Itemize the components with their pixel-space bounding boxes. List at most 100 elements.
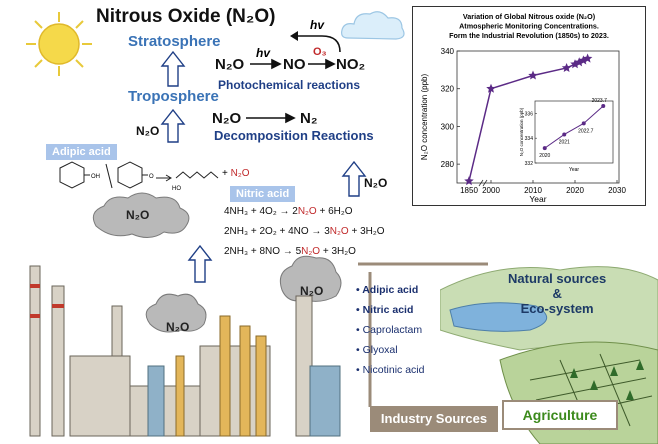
inset-point-label: 2022.7: [578, 128, 594, 134]
photochemical-label: Photochemical reactions: [218, 78, 361, 92]
adipic-acid-tag: Adipic acid: [46, 144, 117, 160]
inset-data-point: [581, 121, 586, 126]
adipic-product: + N₂O: [222, 168, 250, 179]
plot-frame: [456, 50, 620, 184]
inset-y-tick-label: 332: [525, 161, 534, 167]
inset-point-label: 2021: [559, 139, 570, 145]
y-tick-label: 340: [441, 47, 455, 56]
data-point: [574, 57, 584, 67]
x-tick-label: 2010: [524, 186, 542, 195]
pipe-tower: [239, 325, 251, 437]
side-n2o-right: N₂O: [364, 176, 388, 190]
hv-cloud-label: hv: [310, 18, 325, 32]
sun-icon: [26, 12, 92, 76]
adipic-n2o: N₂O: [230, 168, 250, 179]
tank: [147, 365, 165, 437]
hv-sun-label: hv: [256, 46, 271, 60]
data-point: [570, 59, 580, 69]
x-tick-label: 2020: [566, 186, 584, 195]
cloud-n2o-1: N₂O: [126, 208, 150, 222]
up-arrow-icon: [341, 160, 367, 197]
cloud-icon: [341, 11, 405, 40]
decomp-n2: N₂: [300, 110, 318, 127]
agriculture-label: Agriculture: [502, 400, 618, 430]
natural-line-3: Eco-system: [520, 301, 594, 316]
list-item: • Glyoxal: [356, 344, 398, 356]
equation-1: 4NH₃ + 4O₂ → 2N₂O + 6H₂O: [224, 206, 353, 217]
inset-data-point: [562, 132, 567, 137]
n2o-chart-panel: Variation of Global Nitrous oxide (N₂O)A…: [412, 6, 646, 206]
axis-break: [478, 179, 484, 187]
up-arrow-icon: [187, 244, 213, 283]
inset-data-point: [542, 146, 547, 151]
data-point: [578, 55, 589, 65]
pipe-tower: [255, 335, 267, 437]
photo-o3: O₃: [313, 46, 327, 58]
inset-point-label: 2023.7: [592, 98, 608, 104]
data-point: [486, 83, 496, 93]
chart-title-line: Form the Industrial Revolution (1850s) t…: [449, 31, 609, 40]
list-item: • Nicotinic acid: [356, 364, 425, 376]
smoke-cloud-2: [145, 293, 207, 333]
industry-frame: [358, 262, 488, 407]
upward-arrows: [160, 31, 367, 283]
photo-n2o: N₂O: [215, 56, 245, 73]
nitric-equations: 4NH₃ + 4O₂ → 2N₂O + 6H₂O 2NH₃ + 2O₂ + 4N…: [224, 206, 385, 257]
chimney: [29, 265, 41, 437]
ho-label: HO: [172, 186, 181, 192]
data-point: [561, 62, 572, 73]
list-item: • Nitric acid: [356, 304, 414, 316]
x-tick-label: 1850: [460, 186, 478, 195]
equation-3: 2NH₃ + 8NO → 5N₂O + 3H₂O: [224, 246, 356, 257]
data-point: [464, 176, 474, 186]
decomposition-label: Decomposition Reactions: [214, 128, 374, 143]
oh-label: OH: [91, 174, 100, 180]
list-item: • Caprolactam: [356, 324, 423, 336]
cloud-n2o-2: N₂O: [166, 320, 190, 334]
inset-frame: [534, 100, 614, 164]
chimney: [51, 285, 65, 437]
pipe-tower: [175, 355, 185, 437]
natural-line-2: &: [552, 286, 562, 301]
data-point: [528, 70, 538, 80]
natural-line-1: Natural sources: [508, 271, 607, 286]
y-axis-label: N₂O concentration (ppb): [420, 74, 429, 161]
inset-y-axis-label: N₂O concentration (ppb): [519, 107, 524, 156]
inset-y-tick-label: 336: [525, 111, 534, 117]
chart-title-line: Atmospheric Monitoring Concentrations.: [459, 22, 599, 31]
x-axis-label: Year: [529, 194, 546, 204]
page-title: Nitrous Oxide (N₂O): [96, 6, 276, 27]
pipe-tower: [219, 315, 231, 437]
industry-source-list: • Adipic acid • Nitric acid • Caprolacta…: [356, 284, 424, 384]
o-label: O: [149, 174, 154, 180]
nitric-acid-tag: Nitric acid: [230, 186, 296, 202]
factory-block: [129, 385, 201, 437]
side-n2o-left: N₂O: [136, 124, 160, 138]
photo-no: NO: [283, 56, 306, 73]
natural-sources-label: Natural sources & Eco-system: [508, 271, 606, 316]
x-tick-label: 2030: [608, 186, 626, 195]
axis-break: [482, 179, 488, 187]
stratosphere-label: Stratosphere: [128, 33, 221, 50]
y-tick-label: 280: [441, 160, 455, 169]
x-tick-label: 2000: [482, 186, 500, 195]
chart-title-line: Variation of Global Nitrous oxide (N₂O): [463, 12, 596, 21]
photo-no2: NO₂: [336, 56, 366, 73]
troposphere-label: Troposphere: [128, 88, 219, 105]
inset-data-point: [601, 103, 606, 108]
plus-sign: +: [222, 168, 228, 179]
data-point: [582, 53, 593, 63]
equation-2: 2NH₃ + 2O₂ + 4NO → 3N₂O + 3H₂O: [224, 226, 385, 237]
inset-series-line: [544, 105, 604, 149]
y-tick-label: 300: [441, 122, 455, 131]
inset-point-label: 2020: [539, 153, 550, 159]
industry-illustration: [29, 192, 342, 437]
up-arrow-icon: [160, 108, 186, 143]
smoke-cloud-1: [92, 192, 190, 238]
y-tick-label: 320: [441, 85, 455, 94]
adipic-reaction-diagram: OH O HO: [59, 161, 219, 192]
inset-y-tick-label: 334: [525, 136, 534, 142]
list-item: • Adipic acid: [356, 284, 419, 296]
industry-sources-label: Industry Sources: [370, 406, 498, 432]
tank: [309, 365, 341, 437]
